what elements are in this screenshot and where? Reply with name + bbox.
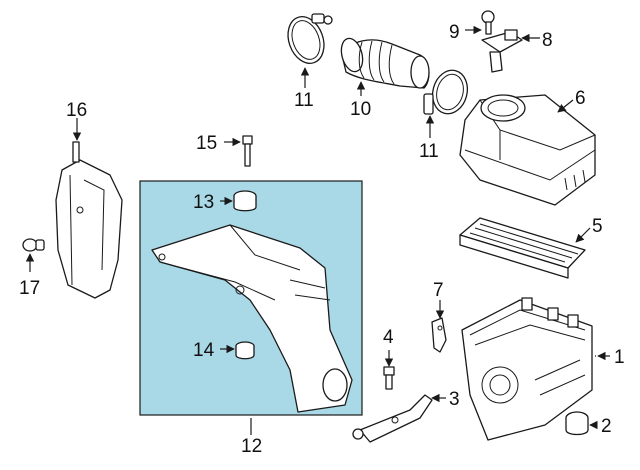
hose-clamp-upper [287,13,333,64]
callout-12: 12 [241,436,262,457]
grommet-13 [233,190,257,212]
callout-11-lower: 11 [419,141,439,162]
air-filter [459,217,586,279]
callout-1: 1 [614,347,625,368]
screw-9 [481,10,495,35]
callout-6: 6 [575,88,586,109]
leader-lines [25,25,610,435]
air-duct-resonator [151,224,353,413]
callout-9: 9 [449,22,460,43]
callout-10: 10 [350,99,371,120]
clip-7 [431,317,447,353]
grommet-2 [565,411,589,436]
callout-11-upper: 11 [294,90,314,111]
callout-2: 2 [601,416,612,437]
callout-8: 8 [542,30,553,51]
callout-4: 4 [383,327,394,348]
heat-shield [55,141,123,299]
callout-3: 3 [449,389,460,410]
callout-5: 5 [592,216,603,237]
bolt-4 [383,366,395,390]
callout-16: 16 [66,100,87,121]
air-cleaner-body [461,297,593,441]
grommet-14 [235,341,255,360]
callout-14: 14 [193,340,215,361]
hose-clamp-lower [423,69,469,115]
callout-17: 17 [19,278,40,299]
callout-15: 15 [196,133,217,154]
airflow-sensor [481,29,523,73]
callout-7: 7 [433,280,444,301]
push-pin-17 [22,238,45,252]
mounting-bracket [352,394,433,443]
callout-13: 13 [193,192,214,213]
bolt-15 [242,135,253,167]
air-cleaner-cover [459,94,596,206]
intake-hose [340,37,430,89]
